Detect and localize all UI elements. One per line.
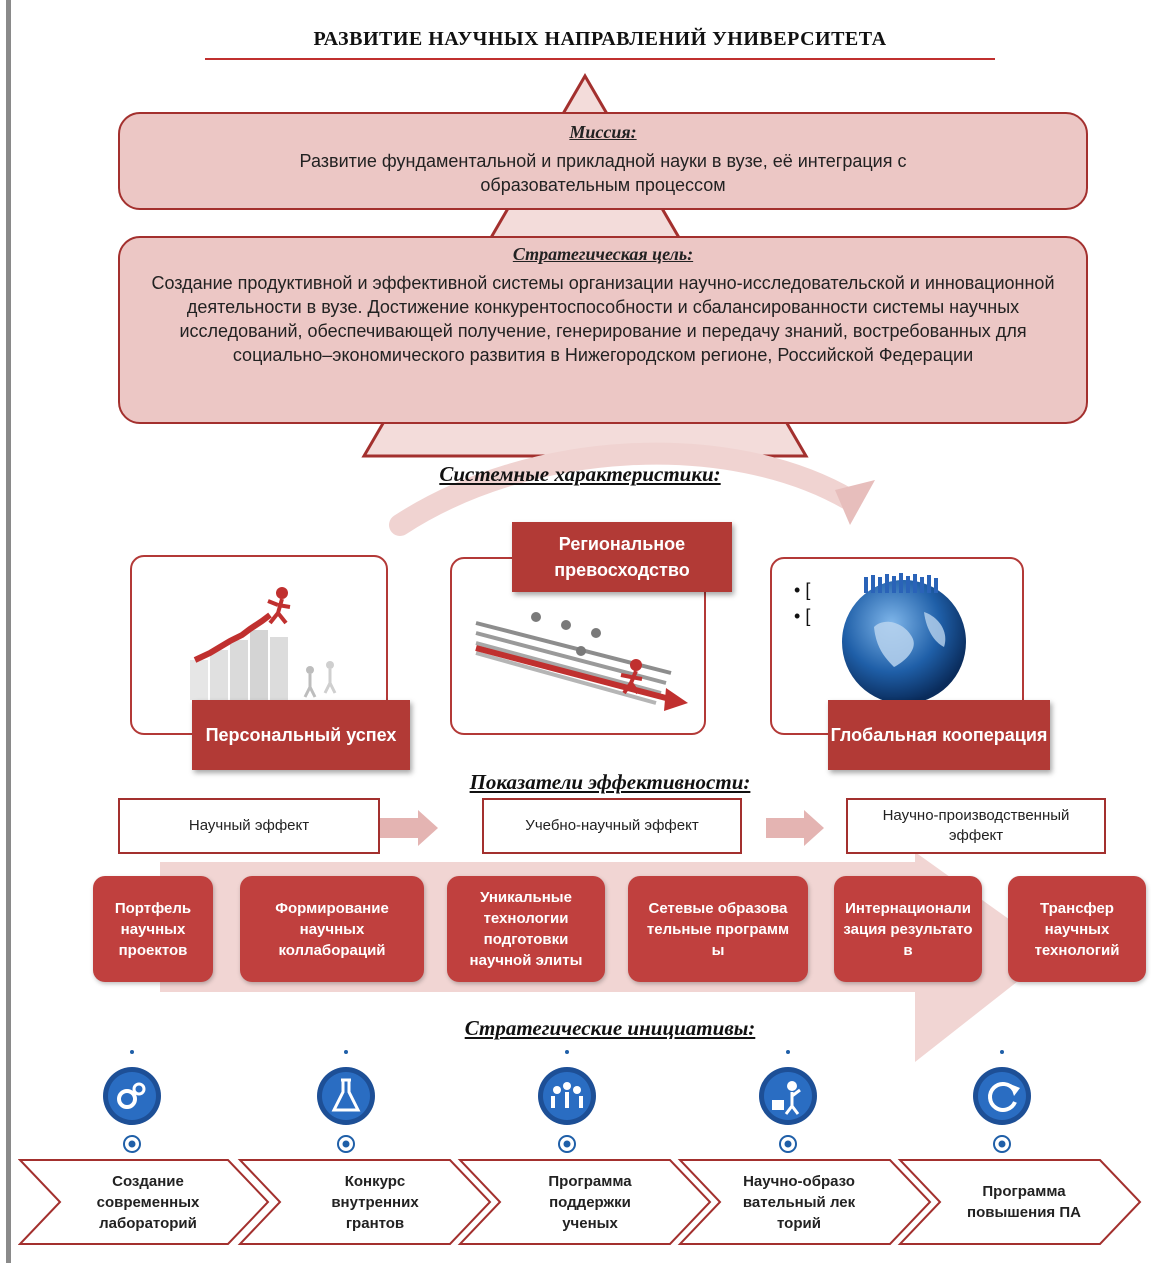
personal-success-label: Персональный успех [192, 700, 410, 770]
effect-scientific-production: Научно-производственный эффект [846, 798, 1106, 854]
cycle-icon [973, 1067, 1031, 1125]
initiative-icon-column-5 [970, 1048, 1034, 1158]
effect-educational-scientific: Учебно-научный эффект [482, 798, 742, 854]
lecturer-icon [759, 1067, 817, 1125]
globe-bullets: • [ • [ [794, 580, 811, 626]
metric-internationalization: Интернационализация результатов [834, 876, 982, 982]
effect-scientific: Научный эффект [118, 798, 380, 854]
initiative-icon-column-4 [756, 1048, 820, 1158]
strategic-goal-text: Создание продуктивной и эффективной сист… [151, 273, 1055, 365]
performance-indicators-heading: Показатели эффективности: [469, 770, 751, 794]
personal-success-card [130, 555, 388, 735]
strategic-goal-box: Стратегическая цель: Создание продуктивн… [118, 236, 1088, 424]
initiative-icon-column-2 [314, 1048, 378, 1158]
connector-dot [344, 1050, 348, 1054]
initiatives-chevron-row [18, 1159, 1142, 1245]
left-margin-rule [6, 0, 11, 1263]
mission-box: Миссия: Развитие фундаментальной и прикл… [118, 112, 1088, 210]
strategic-goal-heading: Стратегическая цель: [512, 244, 694, 264]
connector-dot [565, 1050, 569, 1054]
strategic-initiatives-heading: Стратегические инициативы: [464, 1016, 756, 1040]
initiative-qualification-program: Программа повышения ПА [967, 1183, 1081, 1221]
connector-circle [123, 1135, 141, 1153]
metric-technology-transfer: Трансфер научных технологий [1008, 876, 1146, 982]
people-group-icon [538, 1067, 596, 1125]
gears-icon [103, 1067, 161, 1125]
mission-text: Развитие фундаментальной и прикладной на… [299, 151, 907, 195]
initiative-icon-column-1 [100, 1048, 164, 1158]
connector-circle [337, 1135, 355, 1153]
connector-circle [558, 1135, 576, 1153]
race-arrows-icon [475, 612, 688, 711]
initiative-modern-labs: Создание современных лабораторий [96, 1172, 200, 1232]
connector-dot [786, 1050, 790, 1054]
curved-arrow [389, 442, 875, 536]
connector-dot [130, 1050, 134, 1054]
connector-circle [779, 1135, 797, 1153]
metric-unique-technologies: Уникальные технологии подготовки научной… [447, 876, 605, 982]
system-characteristics-heading: Системные характеристики: [439, 462, 721, 486]
globe-bullet-2: [ [805, 606, 811, 626]
globe-bullet-1: [ [805, 580, 811, 600]
title-underline [205, 58, 995, 60]
metric-collaborations: Формирование научных коллабораций [240, 876, 424, 982]
stairs-success-icon [190, 587, 337, 700]
mission-heading: Миссия: [569, 122, 637, 142]
regional-excellence-label: Региональное превосходство [512, 522, 732, 592]
effect-arrow-2 [766, 810, 824, 846]
page-title: РАЗВИТИЕ НАУЧНЫХ НАПРАВЛЕНИЙ УНИВЕРСИТЕТ… [313, 28, 887, 50]
initiative-internal-grants: Конкурс внутренних грантов [331, 1172, 419, 1232]
initiative-lecture-hall: Научно-образовательный лекторий [742, 1172, 856, 1232]
global-cooperation-label: Глобальная кооперация [828, 700, 1050, 770]
metric-project-portfolio: Портфель научных проектов [93, 876, 213, 982]
initiative-scientist-support: Программа поддержки ученых [548, 1172, 632, 1232]
globe-people-icon [842, 573, 966, 704]
initiative-icon-column-3 [535, 1048, 599, 1158]
connector-circle [993, 1135, 1011, 1153]
effect-arrow-1 [380, 810, 438, 846]
flask-icon [317, 1067, 375, 1125]
metric-network-programs: Сетевые образовательные программы [628, 876, 808, 982]
connector-dot [1000, 1050, 1004, 1054]
